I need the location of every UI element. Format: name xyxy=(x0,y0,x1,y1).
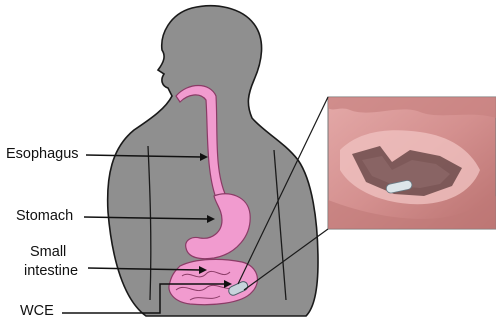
wce-label: WCE xyxy=(20,303,54,320)
endoscopy-inset-image xyxy=(328,97,496,229)
stomach-label: Stomach xyxy=(16,208,73,225)
small-intestine-label-line2: intestine xyxy=(24,263,78,280)
esophagus-label: Esophagus xyxy=(6,146,79,163)
small-intestine-label-line1: Small xyxy=(30,244,66,261)
